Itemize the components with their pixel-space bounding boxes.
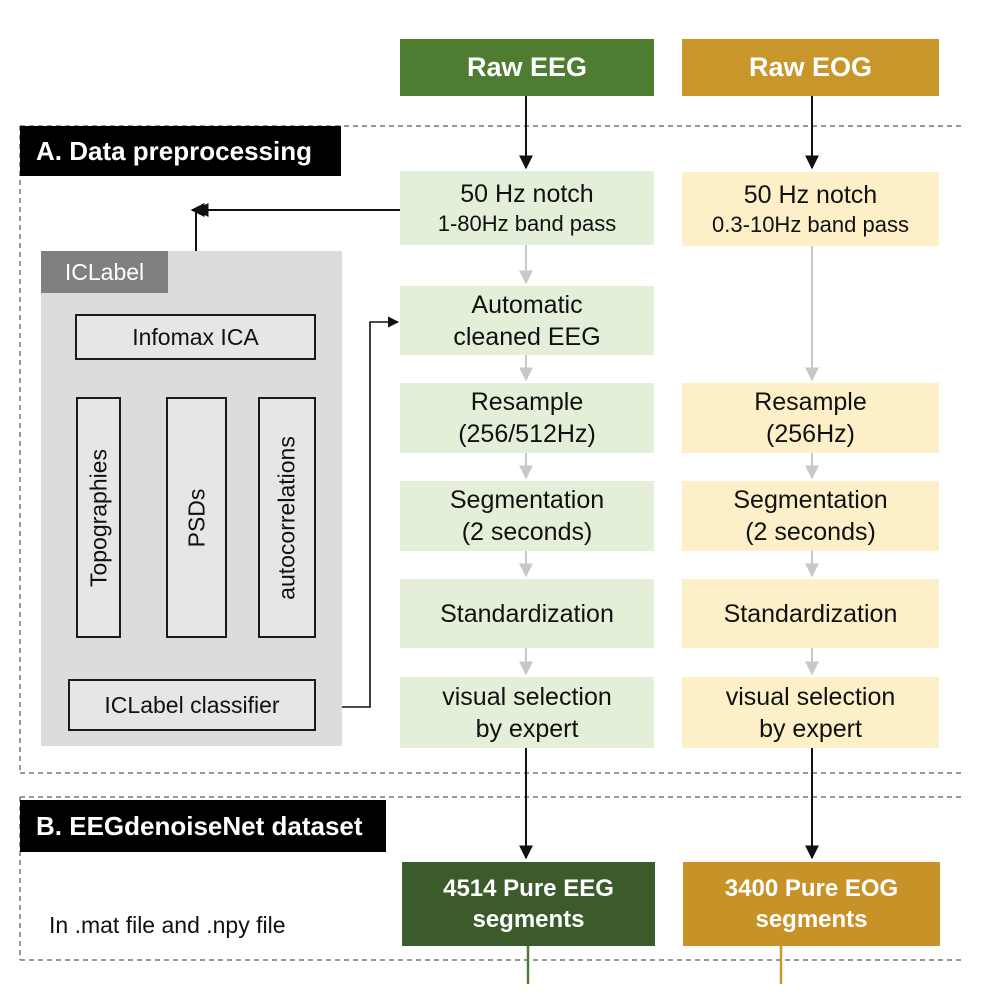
eeg-filter-line2: 1-80Hz band pass [437, 211, 617, 236]
eog-output-line1: 3400 Pure EOG [724, 875, 899, 902]
eog-seg-line2: (2 seconds) [745, 518, 876, 546]
eeg-resample-step: Resample (256/512Hz) [400, 383, 654, 453]
eeg-output-line1: 4514 Pure EEG [443, 875, 614, 902]
autocorrelations-text: autocorrelations [273, 435, 300, 600]
raw-eeg-label: Raw EEG [466, 52, 588, 82]
raw-eog-header: Raw EOG [682, 39, 939, 96]
eog-visual-line2: by expert [759, 714, 862, 743]
eeg-filter-line1: 50 Hz notch [460, 180, 594, 208]
eeg-seg-line1: Segmentation [449, 486, 605, 514]
iclabel-tag: ICLabel [41, 251, 168, 293]
eeg-auto-line2: cleaned EEG [453, 322, 601, 351]
infomax-ica-text: Infomax ICA [132, 323, 259, 350]
eeg-visual-line1: visual selection [442, 682, 612, 711]
section-b-label: B. EEGdenoiseNet dataset [20, 800, 386, 852]
topographies-text: Topographies [85, 448, 111, 587]
psds-text: PSDs [183, 488, 209, 547]
infomax-ica-box: Infomax ICA [75, 314, 316, 360]
section-a-text: A. Data preprocessing [36, 135, 312, 166]
eeg-segmentation-step: Segmentation (2 seconds) [400, 481, 654, 551]
eog-resample-line2: (256Hz) [766, 420, 855, 448]
topographies-box: Topographies [76, 397, 121, 638]
iclabel-classifier-box: ICLabel classifier [68, 679, 316, 731]
eeg-resample-line2: (256/512Hz) [458, 420, 596, 448]
eog-resample-line1: Resample [754, 388, 867, 416]
eog-visual-line1: visual selection [725, 682, 896, 711]
eeg-standardization-step: Standardization [400, 579, 654, 648]
eeg-resample-line1: Resample [470, 388, 584, 416]
arrow-classifier-to-auto-cleaned [316, 316, 400, 708]
autocorrelations-box: autocorrelations [258, 397, 316, 638]
file-format-note: In .mat file and .npy file [49, 912, 286, 939]
eeg-auto-clean-step: Automatic cleaned EEG [400, 286, 654, 355]
section-b-text: B. EEGdenoiseNet dataset [36, 810, 363, 841]
eog-filter-step: 50 Hz notch 0.3-10Hz band pass [682, 172, 939, 246]
eeg-standard-text: Standardization [440, 599, 614, 628]
raw-eeg-header: Raw EEG [400, 39, 654, 96]
eog-standardization-step: Standardization [682, 579, 939, 648]
iclabel-classifier-text: ICLabel classifier [104, 691, 280, 718]
eog-filter-line1: 50 Hz notch [743, 181, 878, 209]
psds-box: PSDs [166, 397, 227, 638]
eeg-visual-line2: by expert [475, 714, 579, 743]
raw-eog-label: Raw EOG [748, 52, 873, 82]
eeg-seg-line2: (2 seconds) [461, 518, 593, 546]
eog-segmentation-step: Segmentation (2 seconds) [682, 481, 939, 551]
eeg-filter-step: 50 Hz notch 1-80Hz band pass [400, 171, 654, 245]
eog-seg-line1: Segmentation [733, 486, 888, 514]
eeg-visual-selection-step: visual selection by expert [400, 677, 654, 748]
eog-filter-line2: 0.3-10Hz band pass [712, 212, 909, 237]
eeg-auto-line1: Automatic [471, 290, 583, 319]
eog-visual-selection-step: visual selection by expert [682, 677, 939, 748]
eog-resample-step: Resample (256Hz) [682, 383, 939, 453]
iclabel-tag-text: ICLabel [64, 258, 145, 285]
eeg-output-box: 4514 Pure EEG segments [402, 862, 655, 946]
eog-standard-text: Standardization [723, 599, 898, 628]
eog-output-box: 3400 Pure EOG segments [683, 862, 940, 946]
eog-output-line2: segments [755, 906, 868, 933]
section-a-label: A. Data preprocessing [20, 126, 341, 176]
file-format-text: In .mat file and .npy file [49, 912, 286, 938]
eeg-output-line2: segments [472, 906, 585, 933]
